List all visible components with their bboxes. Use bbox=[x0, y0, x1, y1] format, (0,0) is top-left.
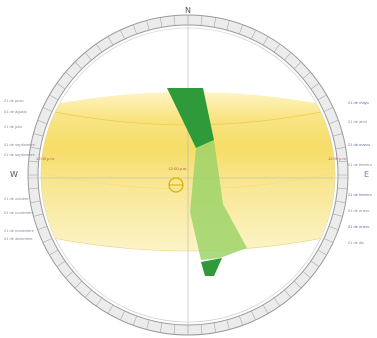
compass-tick bbox=[310, 260, 320, 268]
shading-obstruction-lower bbox=[201, 258, 222, 276]
compass-tick bbox=[213, 17, 217, 28]
compass-tick bbox=[310, 82, 320, 90]
compass-tick bbox=[335, 200, 346, 204]
compass-tick bbox=[74, 280, 83, 289]
compass-tick bbox=[49, 94, 59, 101]
compass-tick bbox=[173, 324, 176, 335]
compass-tick bbox=[132, 24, 137, 35]
compass-tick bbox=[107, 36, 114, 46]
east-label: E bbox=[364, 170, 369, 179]
left-date-label: 01 de diciembre bbox=[4, 236, 33, 241]
compass-tick bbox=[49, 249, 59, 256]
compass-tick bbox=[317, 249, 327, 256]
compass-tick bbox=[337, 187, 348, 190]
right-date-label: 21 de mayo bbox=[348, 100, 370, 105]
compass-tick bbox=[335, 146, 346, 150]
compass-tick bbox=[159, 322, 163, 333]
shading-obstruction-dark bbox=[167, 88, 214, 148]
compass-tick bbox=[37, 119, 48, 124]
compass-tick bbox=[120, 310, 125, 321]
compass-tick bbox=[302, 271, 311, 279]
compass-tick bbox=[251, 310, 256, 321]
compass-tick bbox=[28, 160, 39, 163]
compass-tick bbox=[213, 322, 217, 333]
compass-tick bbox=[65, 271, 74, 279]
compass-tick bbox=[332, 133, 343, 137]
compass-tick bbox=[226, 319, 230, 330]
hour-label-center: 12:00 p.m. bbox=[169, 166, 188, 171]
left-date-label: 21 de septiembre bbox=[4, 152, 36, 157]
compass-tick bbox=[293, 61, 302, 70]
compass-tick bbox=[107, 304, 114, 314]
compass-tick bbox=[56, 82, 66, 90]
compass-tick bbox=[328, 226, 339, 231]
compass-tick bbox=[37, 226, 48, 231]
compass-tick bbox=[239, 24, 244, 35]
compass-tick bbox=[262, 304, 269, 314]
left-date-label: 01 de septiembre bbox=[4, 142, 36, 147]
compass-tick bbox=[95, 43, 103, 53]
compass-tick bbox=[28, 187, 39, 190]
compass-tick bbox=[42, 238, 53, 243]
right-date-label: 21 de enero bbox=[348, 224, 370, 229]
compass-tick bbox=[84, 52, 92, 61]
compass-tick bbox=[317, 94, 327, 101]
shading-obstruction-light bbox=[190, 140, 247, 260]
hour-label-left: 12:00 p.m. bbox=[36, 156, 55, 161]
compass-tick bbox=[65, 71, 74, 79]
compass-tick bbox=[74, 61, 83, 70]
compass-tick bbox=[56, 260, 66, 268]
compass-tick bbox=[200, 324, 203, 335]
compass-tick bbox=[159, 17, 163, 28]
right-date-label: 21 de febrero bbox=[348, 192, 373, 197]
left-date-label: 21 de julio bbox=[4, 124, 23, 129]
compass-tick bbox=[323, 238, 334, 243]
compass-tick bbox=[146, 20, 150, 31]
compass-tick bbox=[284, 289, 292, 298]
right-date-labels: 21 de mayo 01 de abril 21 de marzo 01 de fe… bbox=[348, 100, 373, 245]
compass-tick bbox=[328, 119, 339, 124]
left-date-label: 21 de junio bbox=[4, 98, 24, 103]
compass-tick bbox=[323, 107, 334, 112]
compass-tick bbox=[273, 297, 281, 307]
compass-tick bbox=[284, 52, 292, 61]
compass-tick bbox=[226, 20, 230, 31]
compass-tick bbox=[30, 200, 41, 204]
left-date-label: 21 de noviembre bbox=[4, 228, 35, 233]
right-date-label: 21 de dic bbox=[348, 240, 364, 245]
north-label: N bbox=[185, 6, 191, 15]
compass-tick bbox=[239, 315, 244, 326]
left-date-label: 01 de agosto bbox=[4, 109, 28, 114]
compass-tick bbox=[332, 213, 343, 217]
hour-label-right: 12:00 p.m. bbox=[328, 156, 347, 161]
right-date-label: 21 de marzo bbox=[348, 142, 371, 147]
compass-tick bbox=[302, 71, 311, 79]
west-label: W bbox=[10, 170, 18, 179]
compass-tick bbox=[42, 107, 53, 112]
left-date-label: 01 de noviembre bbox=[4, 210, 35, 215]
compass-tick bbox=[33, 133, 44, 137]
compass-tick bbox=[30, 146, 41, 150]
compass-tick bbox=[95, 297, 103, 307]
compass-tick bbox=[120, 29, 125, 40]
left-date-label: 21 de octubre bbox=[4, 196, 29, 201]
compass-tick bbox=[262, 36, 269, 46]
right-date-label: 01 de abril bbox=[348, 119, 367, 124]
right-date-label: 01 de enero bbox=[348, 208, 370, 213]
compass-tick bbox=[173, 15, 176, 26]
compass-tick bbox=[337, 160, 348, 163]
compass-tick bbox=[146, 319, 150, 330]
compass-tick bbox=[33, 213, 44, 217]
right-date-label: 01 de febrero bbox=[348, 162, 373, 167]
compass-tick bbox=[251, 29, 256, 40]
compass-tick bbox=[200, 15, 203, 26]
compass-tick bbox=[84, 289, 92, 298]
compass-tick bbox=[273, 43, 281, 53]
compass-tick bbox=[293, 280, 302, 289]
compass-tick bbox=[132, 315, 137, 326]
left-date-labels: 21 de junio 01 de agosto 21 de julio 01 de … bbox=[4, 98, 36, 241]
